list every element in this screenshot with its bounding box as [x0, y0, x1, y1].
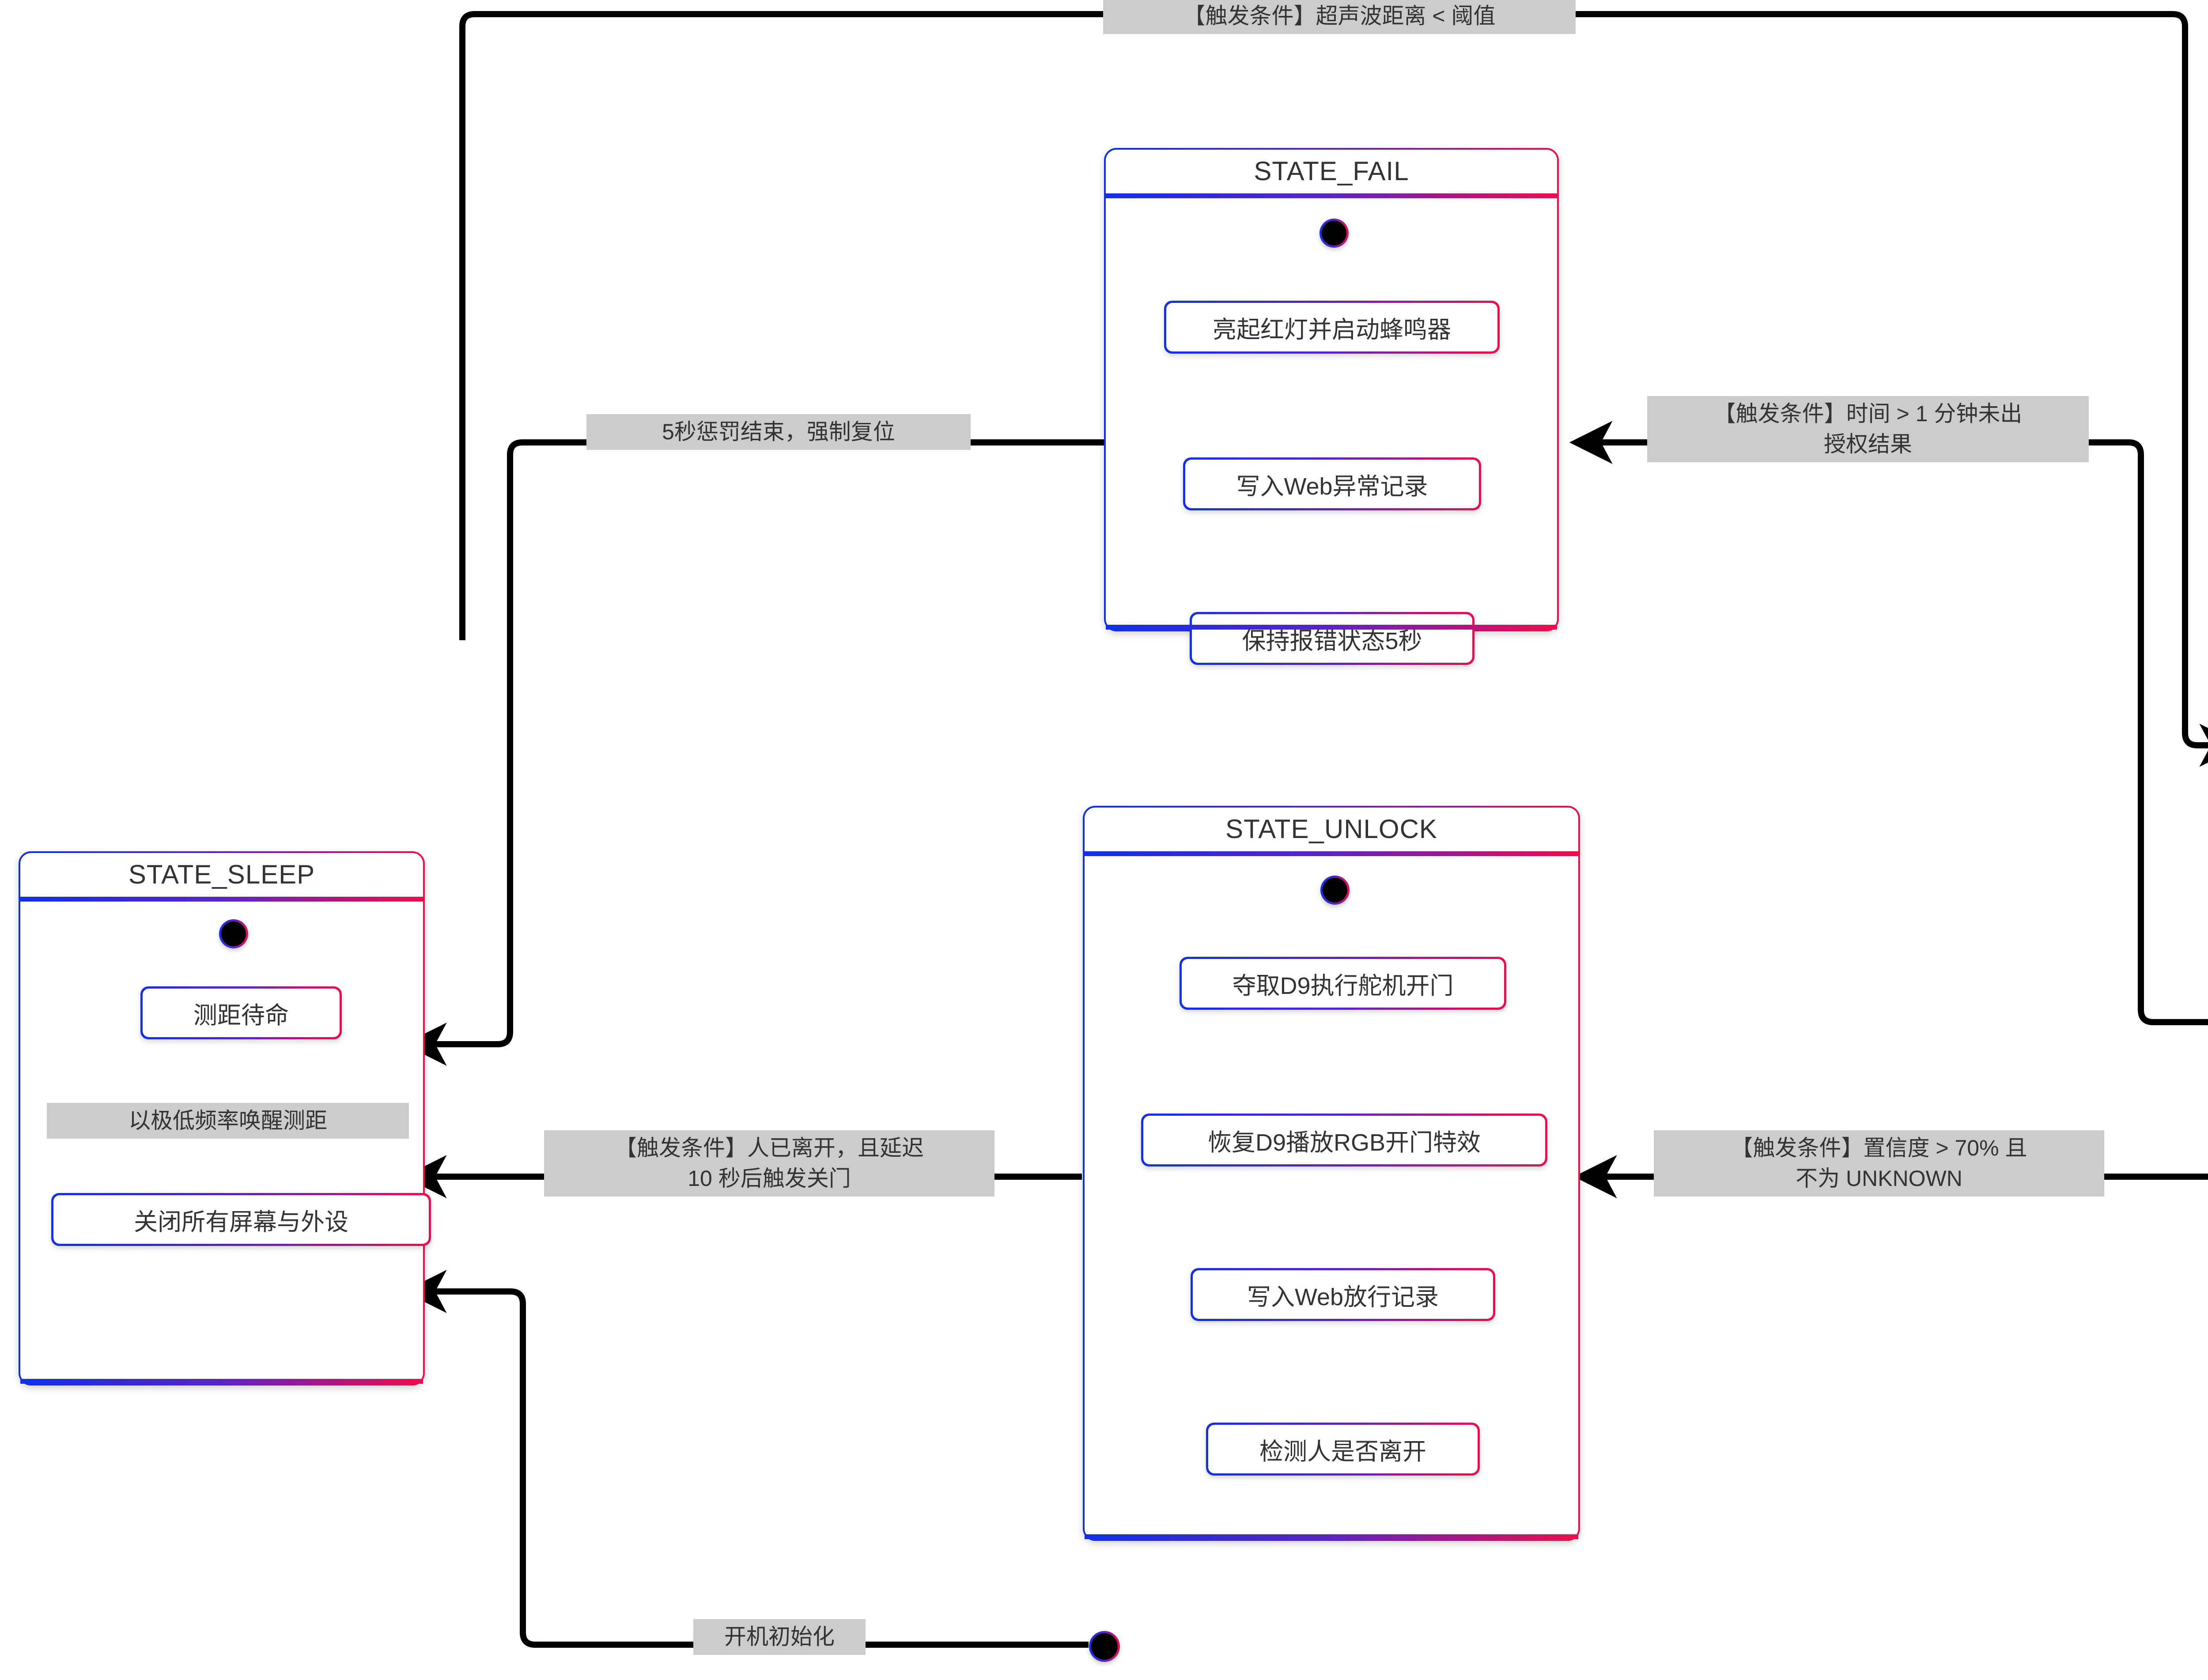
state-sleep-node-0-label: 测距待命 — [143, 989, 340, 1037]
state-fail-node-1[interactable]: 写入Web异常记录 — [1183, 457, 1481, 510]
state-fail-title: STATE_FAIL — [1254, 156, 1409, 186]
transition-label-sleep-to-waking: 【触发条件】超声波距离 < 阈值 — [1103, 0, 1576, 34]
state-fail[interactable]: STATE_FAIL 亮起红灯并启动蜂鸣器 写入Web异常记录 保持报错状态5秒 — [1104, 148, 1559, 665]
state-unlock-node-3[interactable]: 检测人是否离开 — [1206, 1423, 1480, 1476]
wire-boot-to-sleep — [403, 1270, 1089, 1648]
boot-start-dot — [1089, 1631, 1120, 1662]
state-sleep[interactable]: STATE_SLEEP 测距待命 以极低频率唤醒测距 关闭所有屏幕与外设 — [19, 851, 431, 1386]
transition-label-fail-to-sleep: 5秒惩罚结束，强制复位 — [586, 414, 971, 450]
state-unlock-node-2[interactable]: 写入Web放行记录 — [1191, 1268, 1495, 1321]
state-sleep-internal-edge-label: 以极低频率唤醒测距 — [47, 1103, 409, 1139]
wire-waking-to-fail — [1912, 439, 2208, 1025]
state-unlock[interactable]: STATE_UNLOCK 夺取D9执行舵机开门 恢复D9播放RGB开门特效 写入… — [1083, 806, 1580, 1541]
state-fail-node-2-label: 保持报错状态5秒 — [1192, 614, 1472, 663]
transition-label-unlock-to-sleep: 【触发条件】人已离开，且延迟 10 秒后触发关门 — [544, 1130, 994, 1197]
state-fail-footline — [1106, 625, 1557, 630]
state-fail-node-0-label: 亮起红灯并启动蜂鸣器 — [1166, 303, 1497, 351]
state-sleep-node-0[interactable]: 测距待命 — [140, 986, 342, 1039]
state-unlock-node-0-label: 夺取D9执行舵机开门 — [1182, 959, 1504, 1008]
state-sleep-node-1-label: 关闭所有屏幕与外设 — [53, 1195, 429, 1244]
state-unlock-title: STATE_UNLOCK — [1225, 814, 1437, 844]
state-unlock-body: 夺取D9执行舵机开门 恢复D9播放RGB开门特效 写入Web放行记录 检测人是否… — [1085, 856, 1578, 1539]
state-unlock-footline — [1085, 1534, 1578, 1539]
state-sleep-body: 测距待命 以极低频率唤醒测距 关闭所有屏幕与外设 — [20, 902, 431, 1384]
state-sleep-footline — [20, 1379, 423, 1384]
state-fail-divider — [1106, 193, 1557, 198]
state-unlock-node-3-label: 检测人是否离开 — [1208, 1425, 1478, 1473]
state-unlock-start-dot — [1320, 876, 1350, 905]
transition-label-boot-to-sleep: 开机初始化 — [693, 1619, 866, 1655]
state-sleep-node-1[interactable]: 关闭所有屏幕与外设 — [51, 1193, 431, 1246]
state-unlock-divider — [1085, 851, 1578, 856]
state-unlock-node-1-label: 恢复D9播放RGB开门特效 — [1143, 1116, 1545, 1164]
transition-label-waking-to-unlock: 【触发条件】置信度 > 70% 且 不为 UNKNOWN — [1654, 1130, 2104, 1197]
state-sleep-divider — [20, 897, 423, 902]
state-fail-node-0[interactable]: 亮起红灯并启动蜂鸣器 — [1164, 301, 1500, 354]
wire-fail-to-sleep-tail — [403, 439, 751, 1066]
state-fail-node-2[interactable]: 保持报错状态5秒 — [1190, 612, 1475, 665]
state-fail-body: 亮起红灯并启动蜂鸣器 写入Web异常记录 保持报错状态5秒 — [1106, 198, 1557, 665]
state-fail-start-dot — [1320, 219, 1349, 248]
state-sleep-title: STATE_SLEEP — [128, 860, 315, 889]
state-fail-node-1-label: 写入Web异常记录 — [1185, 460, 1479, 508]
state-unlock-node-1[interactable]: 恢复D9播放RGB开门特效 — [1141, 1114, 1547, 1167]
state-sleep-start-dot — [219, 919, 248, 948]
transition-label-waking-to-fail: 【触发条件】时间 > 1 分钟未出 授权结果 — [1647, 396, 2089, 462]
state-unlock-node-0[interactable]: 夺取D9执行舵机开门 — [1180, 957, 1506, 1010]
state-unlock-node-2-label: 写入Web放行记录 — [1193, 1270, 1493, 1319]
